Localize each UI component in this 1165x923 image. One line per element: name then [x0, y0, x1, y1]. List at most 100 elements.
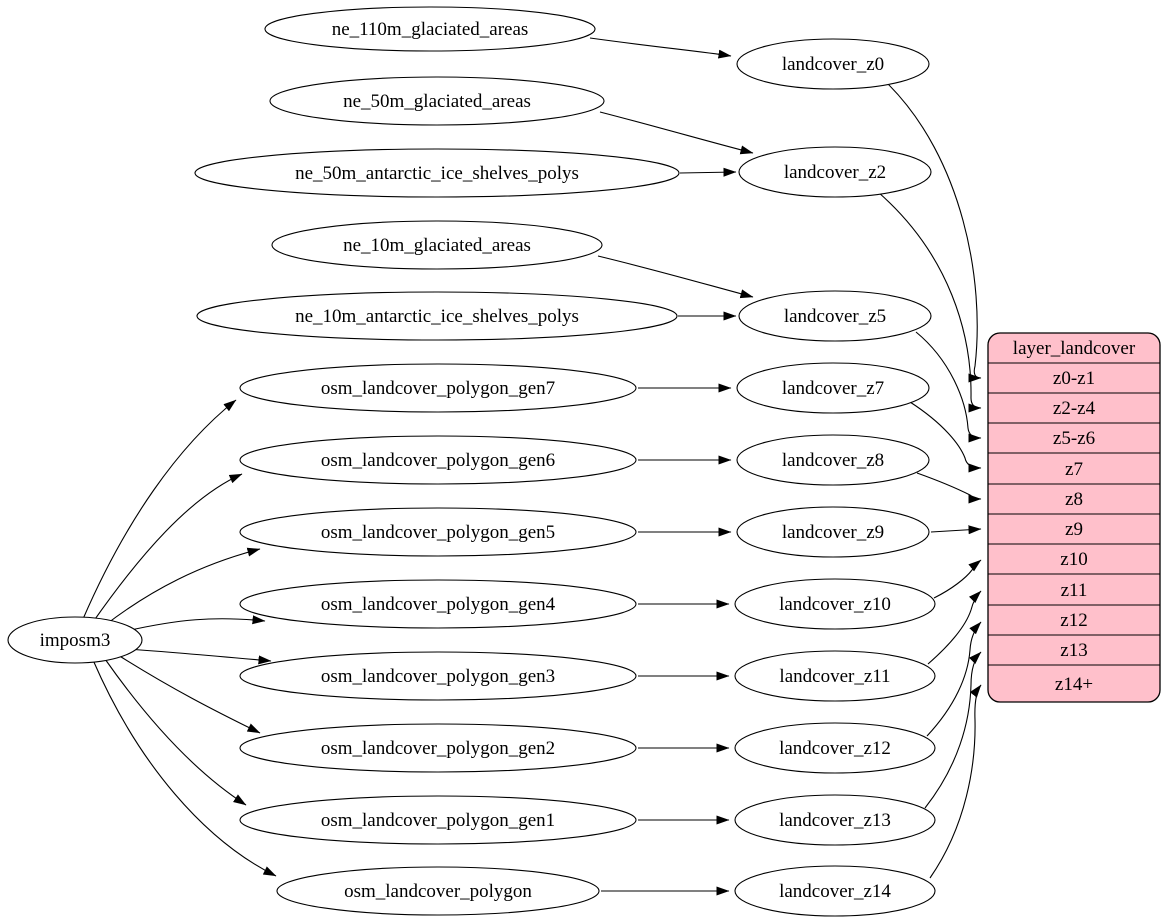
node-landcover-z13: landcover_z13: [734, 794, 936, 846]
landcover-z5-label: landcover_z5: [784, 306, 886, 327]
record-row-z2-z4: z2-z4: [1053, 398, 1096, 419]
edge-z12-to-row-z12: [926, 621, 982, 737]
node-osm-landcover-polygon: osm_landcover_polygon: [276, 866, 600, 916]
edge-group: [82, 37, 982, 896]
landcover-z12-ellipse: [734, 722, 936, 774]
ne-10m-antarctic-label: ne_10m_antarctic_ice_shelves_polys: [295, 306, 579, 327]
landcover-z2-label: landcover_z2: [784, 162, 886, 183]
layer-landcover-box: [987, 332, 1161, 703]
landcover-z8-ellipse: [736, 434, 930, 486]
edge-z2-to-row-z2-z4: [877, 191, 982, 413]
gen5-ellipse: [239, 507, 637, 557]
node-landcover-z7: landcover_z7: [736, 362, 930, 414]
record-row-z9: z9: [1065, 519, 1083, 540]
gen6-label: osm_landcover_polygon_gen6: [321, 450, 555, 471]
edge-ne50m-antarctic-to-z2: [679, 167, 737, 177]
record-row-z13: z13: [1060, 640, 1087, 661]
landcover-z11-label: landcover_z11: [779, 666, 890, 687]
node-ne-110m-glaciated-areas: ne_110m_glaciated_areas: [264, 6, 596, 52]
landcover-z0-label: landcover_z0: [782, 54, 884, 75]
landcover-z5-ellipse: [738, 290, 932, 342]
node-osm-landcover-polygon-gen6: osm_landcover_polygon_gen6: [239, 435, 637, 485]
gen4-label: osm_landcover_polygon_gen4: [321, 594, 556, 615]
record-row-z12: z12: [1060, 610, 1087, 631]
node-ne-10m-antarctic-ice-shelves-polys: ne_10m_antarctic_ice_shelves_polys: [196, 291, 678, 341]
node-osm-landcover-polygon-gen5: osm_landcover_polygon_gen5: [239, 507, 637, 557]
gen3-label: osm_landcover_polygon_gen3: [321, 666, 555, 687]
node-landcover-z12: landcover_z12: [734, 722, 936, 774]
ne-50m-antarctic-ellipse: [194, 148, 680, 198]
edge-z10-to-row-z10: [933, 559, 982, 599]
landcover-z9-ellipse: [736, 506, 930, 558]
landcover-z12-label: landcover_z12: [779, 738, 891, 759]
node-landcover-z14: landcover_z14: [734, 865, 936, 917]
gen2-ellipse: [239, 723, 637, 773]
gen1-label: osm_landcover_polygon_gen1: [321, 810, 555, 831]
node-landcover-z8: landcover_z8: [736, 434, 930, 486]
gen4-ellipse: [239, 579, 637, 629]
ne-10m-glaciated-label: ne_10m_glaciated_areas: [343, 235, 531, 256]
imposm3-label: imposm3: [40, 630, 111, 651]
node-landcover-z10: landcover_z10: [734, 578, 936, 630]
edge-imposm3-to-gen1: [104, 658, 247, 806]
node-landcover-z11: landcover_z11: [734, 650, 936, 702]
ne-50m-antarctic-label: ne_50m_antarctic_ice_shelves_polys: [295, 163, 579, 184]
node-osm-landcover-polygon-gen2: osm_landcover_polygon_gen2: [239, 723, 637, 773]
node-layer-landcover: layer_landcover z0-z1 z2-z4 z5-z6 z7 z8 …: [987, 332, 1161, 703]
ne-110m-label: ne_110m_glaciated_areas: [332, 19, 529, 40]
edge-imposm3-to-polygon: [92, 659, 277, 877]
ne-50m-glaciated-label: ne_50m_glaciated_areas: [343, 91, 531, 112]
node-ne-50m-antarctic-ice-shelves-polys: ne_50m_antarctic_ice_shelves_polys: [194, 148, 680, 198]
layer-landcover-title: layer_landcover: [1013, 338, 1136, 359]
node-landcover-z0: landcover_z0: [736, 38, 930, 90]
gen3-ellipse: [239, 651, 637, 701]
landcover-z11-ellipse: [734, 650, 936, 702]
edge-imposm3-to-gen6: [92, 473, 243, 623]
edge-imposm3-to-gen7: [82, 399, 237, 620]
edge-ne50m-glaciated-to-z2: [599, 111, 754, 155]
landcover-z14-ellipse: [734, 865, 936, 917]
landcover-z2-ellipse: [738, 146, 932, 198]
record-row-z14plus: z14+: [1055, 674, 1093, 695]
gen7-ellipse: [239, 363, 637, 413]
node-landcover-z2: landcover_z2: [738, 146, 932, 198]
polygon-ellipse: [276, 866, 600, 916]
edge-imposm3-to-gen4: [121, 615, 266, 633]
ne-110m-ellipse: [264, 6, 596, 52]
landcover-z8-label: landcover_z8: [782, 450, 884, 471]
record-row-z11: z11: [1061, 580, 1088, 601]
node-imposm3: imposm3: [7, 616, 143, 664]
record-row-z7: z7: [1065, 459, 1083, 480]
node-landcover-z9: landcover_z9: [736, 506, 930, 558]
edge-ne10m-glaciated-to-z5: [597, 255, 754, 299]
record-row-z8: z8: [1065, 489, 1083, 510]
record-row-z0-z1: z0-z1: [1053, 368, 1095, 389]
edge-z5-to-row-z5-z6: [915, 331, 982, 443]
gen5-label: osm_landcover_polygon_gen5: [321, 522, 555, 543]
landcover-z13-ellipse: [734, 794, 936, 846]
gen7-label: osm_landcover_polygon_gen7: [321, 378, 555, 399]
edge-z8-to-row-z8: [916, 472, 982, 504]
record-row-z5-z6: z5-z6: [1053, 428, 1095, 449]
record-row-z10: z10: [1060, 549, 1087, 570]
node-osm-landcover-polygon-gen1: osm_landcover_polygon_gen1: [239, 795, 637, 845]
landcover-z10-ellipse: [734, 578, 936, 630]
node-osm-landcover-polygon-gen7: osm_landcover_polygon_gen7: [239, 363, 637, 413]
edge-z14-to-row-z14plus: [929, 684, 982, 879]
edge-z9-to-row-z9: [930, 525, 982, 535]
node-ne-50m-glaciated-areas: ne_50m_glaciated_areas: [269, 76, 605, 126]
edge-imposm3-to-gen2: [117, 654, 261, 734]
edge-ne110m-to-z0: [589, 37, 732, 59]
landcover-z10-label: landcover_z10: [779, 594, 891, 615]
edge-imposm3-to-gen3: [127, 648, 272, 665]
landcover-z14-label: landcover_z14: [779, 881, 891, 902]
edge-z7-to-row-z7: [909, 401, 982, 473]
gen6-ellipse: [239, 435, 637, 485]
node-ne-10m-glaciated-areas: ne_10m_glaciated_areas: [271, 220, 603, 270]
landcover-z0-ellipse: [736, 38, 930, 90]
landcover-z7-ellipse: [736, 362, 930, 414]
edge-z11-to-row-z11: [927, 590, 982, 665]
ne-50m-glaciated-ellipse: [269, 76, 605, 126]
